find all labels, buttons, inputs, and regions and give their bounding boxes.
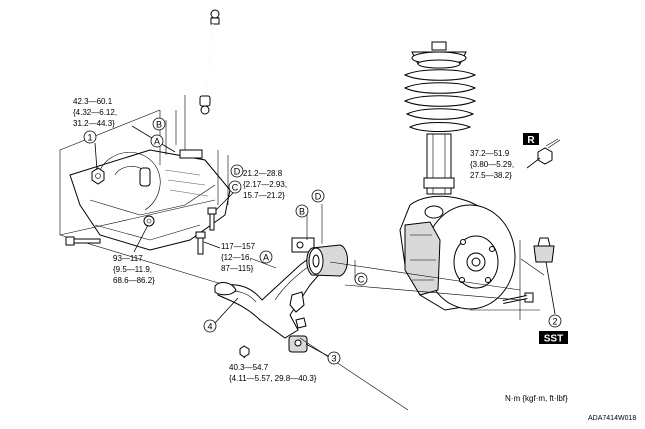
svg-text:117—157: 117—157: [221, 242, 256, 251]
svg-text:{9.5—11.9,: {9.5—11.9,: [113, 265, 152, 274]
cotter-pin-nut: [537, 138, 561, 165]
callout-2: 2: [548, 314, 562, 328]
torque-label-5: 37.2—51.9 {3.80—5.29, 27.5—38.2}: [470, 149, 514, 180]
svg-text:27.5—38.2}: 27.5—38.2}: [470, 171, 512, 180]
svg-text:37.2—51.9: 37.2—51.9: [470, 149, 510, 158]
crossmember: [59, 95, 231, 286]
svg-text:{2.17—2.93,: {2.17—2.93,: [243, 180, 287, 189]
bolt-left: [65, 236, 101, 246]
callout-1: 1: [83, 130, 97, 144]
marker-d-bottom: D: [311, 189, 325, 203]
svg-text:{12—16,: {12—16,: [221, 253, 252, 262]
svg-text:B: B: [156, 120, 162, 130]
tie-rod-end: [520, 237, 555, 276]
svg-text:SST: SST: [544, 334, 563, 345]
svg-text:A: A: [263, 253, 269, 263]
marker-c-bottom: C: [354, 272, 368, 286]
bolt-93-117: [143, 215, 155, 227]
figure-code: ADA7414W018: [588, 415, 636, 422]
sst-box: SST: [539, 331, 568, 345]
svg-text:87—115}: 87—115}: [221, 264, 254, 273]
svg-text:93—117: 93—117: [113, 254, 143, 263]
bolt-117: [195, 231, 206, 255]
bolt-1-nut: [91, 167, 105, 185]
svg-text:21.2—28.8: 21.2—28.8: [243, 169, 283, 178]
svg-text:68.6—86.2}: 68.6—86.2}: [113, 276, 155, 285]
svg-text:A: A: [154, 137, 160, 147]
knuckle-bolt: [502, 292, 534, 304]
svg-text:{4.11—5.57, 29.8—40.3}: {4.11—5.57, 29.8—40.3}: [229, 374, 317, 383]
svg-text:C: C: [358, 275, 365, 285]
svg-text:40.3—54.7: 40.3—54.7: [229, 363, 269, 372]
reference-lines: [165, 110, 540, 411]
torque-label-6: 40.3—54.7 {4.11—5.57, 29.8—40.3}: [229, 363, 317, 383]
svg-text:D: D: [315, 192, 322, 202]
svg-text:{3.80—5.29,: {3.80—5.29,: [470, 160, 514, 169]
bolt-21: [207, 207, 217, 231]
units-note: N·m {kgf·m, ft·lbf}: [505, 394, 568, 403]
knuckle-hub: [399, 195, 516, 311]
svg-text:2: 2: [552, 317, 557, 327]
torque-label-1: 42.3—60.1 {4.32—6.12, 31.2—44.3}: [73, 97, 117, 128]
svg-text:R: R: [527, 135, 535, 146]
marker-a-bottom: A: [259, 250, 273, 264]
marker-b-bottom: B: [295, 204, 309, 218]
marker-d-top: D: [230, 164, 244, 178]
svg-text:15.7—21.2}: 15.7—21.2}: [243, 191, 285, 200]
callout-3: 3: [327, 351, 341, 365]
lower-arm: [214, 237, 348, 353]
callout-4: 4: [203, 319, 217, 333]
torque-label-4: 93—117 {9.5—11.9, 68.6—86.2}: [113, 254, 155, 285]
marker-a-top: A: [150, 134, 164, 148]
marker-b-top: B: [152, 117, 166, 131]
ball-joint-nut: [239, 345, 250, 358]
svg-text:31.2—44.3}: 31.2—44.3}: [73, 119, 115, 128]
svg-text:D: D: [234, 167, 241, 177]
svg-text:4: 4: [207, 322, 212, 332]
svg-text:C: C: [232, 183, 239, 193]
stabilizer-link: [199, 9, 220, 115]
torque-label-3: 117—157 {12—16, 87—115}: [221, 242, 256, 273]
svg-text:B: B: [299, 207, 305, 217]
marker-c-top: C: [228, 180, 242, 194]
svg-text:1: 1: [87, 133, 92, 143]
svg-text:42.3—60.1: 42.3—60.1: [73, 97, 113, 106]
strut-spring: [403, 41, 477, 195]
r-box: R: [523, 133, 539, 146]
torque-label-2: 21.2—28.8 {2.17—2.93, 15.7—21.2}: [243, 169, 287, 200]
svg-text:3: 3: [331, 354, 336, 364]
svg-text:{4.32—6.12,: {4.32—6.12,: [73, 108, 117, 117]
